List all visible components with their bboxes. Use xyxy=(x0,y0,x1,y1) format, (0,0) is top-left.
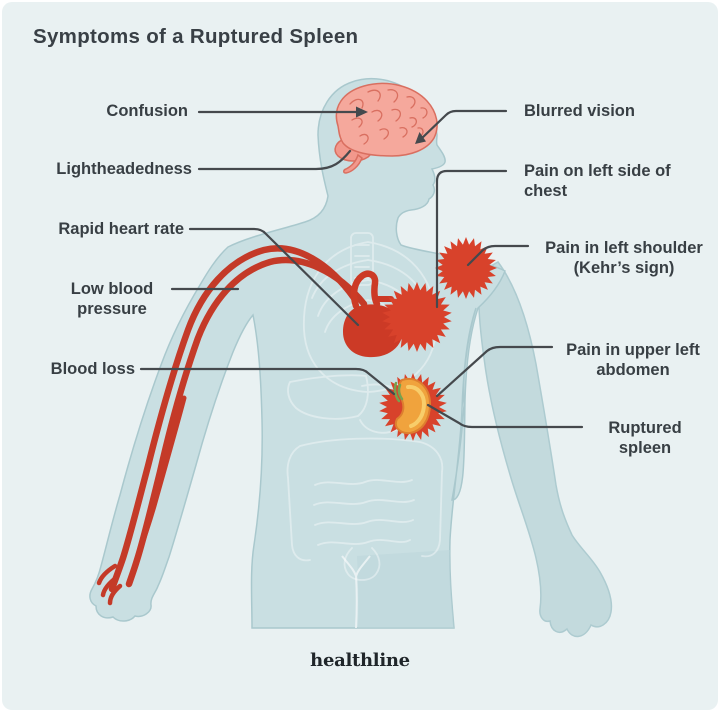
label-blood-loss: Blood loss xyxy=(50,360,135,378)
label-confusion: Confusion xyxy=(106,102,188,120)
label-rapid-heart-rate: Rapid heart rate xyxy=(58,220,184,238)
label-lightheadedness: Lightheadedness xyxy=(56,160,192,178)
label-chest-pain: Pain on left side of chest xyxy=(524,162,671,200)
pointer-chest-pain xyxy=(435,169,508,309)
label-shoulder-pain: Pain in left shoulder (Kehr’s sign) xyxy=(545,239,703,277)
label-blurred-vision: Blurred vision xyxy=(524,102,635,120)
pointer-blurred-vision xyxy=(419,109,508,141)
brain-gyri xyxy=(349,89,428,145)
crotch-lines xyxy=(341,555,371,629)
spleen-illustration xyxy=(393,377,432,435)
leg-shading xyxy=(357,550,454,628)
pointer-blood-loss xyxy=(139,367,396,396)
pointer-abdomen-pain xyxy=(435,345,554,398)
arrowhead-confusion xyxy=(356,106,368,118)
brainstem xyxy=(343,153,363,174)
body-silhouette xyxy=(89,77,506,629)
page-title: Symptoms of a Ruptured Spleen xyxy=(33,25,359,48)
label-ruptured-spleen: Ruptured spleen xyxy=(608,419,682,457)
pointer-lines xyxy=(139,106,584,429)
arrowhead-blurred-vision xyxy=(415,132,426,144)
healthline-logo: healthline xyxy=(310,650,410,671)
heart-illustration xyxy=(343,270,403,358)
splenic-vessel xyxy=(393,381,404,403)
pain-burst-chest xyxy=(382,282,452,352)
blood-vessels xyxy=(96,245,368,606)
far-arm xyxy=(478,261,613,638)
brain-illustration xyxy=(334,82,438,174)
pointer-rapid-heart-rate xyxy=(188,227,360,327)
label-low-blood-pressure: Low blood pressure xyxy=(70,280,154,318)
label-abdomen-pain: Pain in upper left abdomen xyxy=(566,341,700,379)
pointer-lightheadedness xyxy=(197,149,352,171)
pointer-ruptured-spleen xyxy=(426,403,584,429)
cerebrum xyxy=(335,82,438,157)
aorta-arch xyxy=(350,270,381,310)
pointer-shoulder-pain xyxy=(466,244,530,267)
